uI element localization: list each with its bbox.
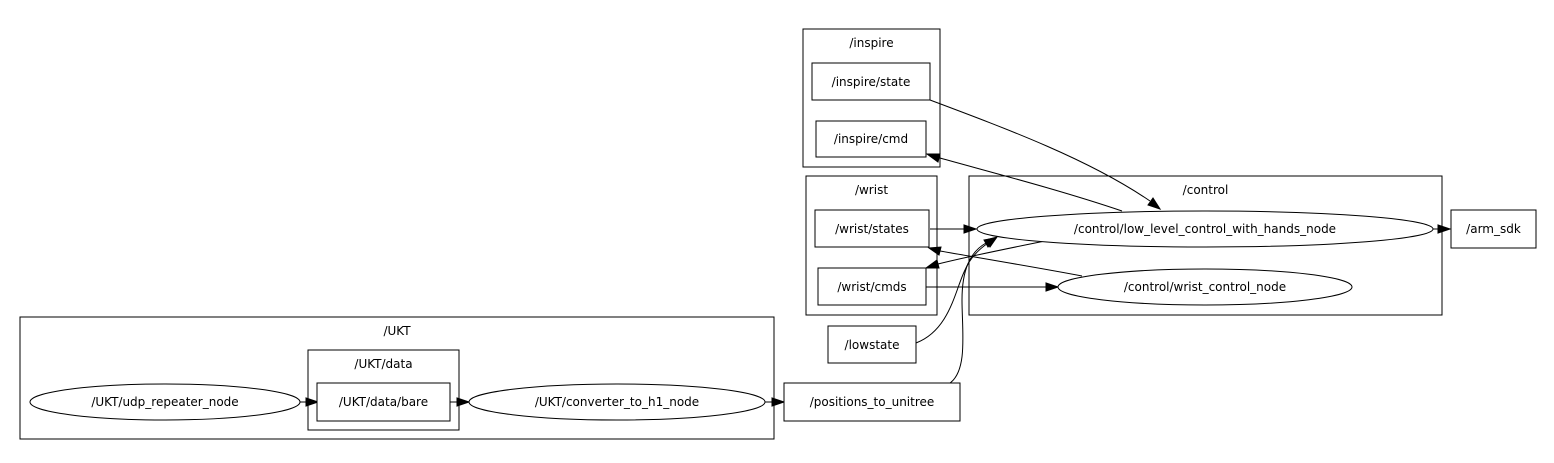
edge-positions-to-low-level: [949, 242, 987, 384]
edge-wrist-control-to-wrist-states: [939, 250, 1083, 277]
node-wrist-control[interactable]: /control/wrist_control_node: [1057, 268, 1353, 306]
topic-positions-to-unitree[interactable]: /positions_to_unitree: [783, 382, 961, 422]
topic-wrist-cmds-label: /wrist/cmds: [837, 280, 906, 294]
cluster-inspire: /inspire: [802, 28, 941, 168]
node-udp-repeater-label: /UKT/udp_repeater_node: [91, 395, 238, 409]
cluster-wrist: /wrist: [805, 175, 938, 316]
topic-wrist-states[interactable]: /wrist/states: [814, 209, 930, 248]
arrowhead: [925, 153, 941, 163]
topic-inspire-cmd-label: /inspire/cmd: [834, 132, 908, 146]
edge-lowstate-to-low-level: [915, 242, 989, 344]
arrowhead: [963, 224, 978, 234]
arrowhead: [771, 397, 786, 407]
topic-inspire-state[interactable]: /inspire/state: [811, 62, 931, 101]
topic-lowstate[interactable]: /lowstate: [827, 325, 917, 364]
arrowhead: [305, 397, 320, 407]
arrowhead: [983, 237, 998, 248]
topic-wrist-cmds[interactable]: /wrist/cmds: [817, 267, 927, 306]
arrowhead: [1045, 282, 1060, 292]
node-low-level-control-label: /control/low_level_control_with_hands_no…: [1074, 222, 1336, 236]
arrowhead: [1437, 224, 1452, 234]
topic-inspire-state-label: /inspire/state: [832, 75, 911, 89]
edge-low-level-to-inspire-cmd: [939, 157, 1123, 212]
node-converter-to-h1-label: /UKT/converter_to_h1_node: [535, 395, 699, 409]
cluster-ukt-data-label: /UKT/data: [354, 357, 412, 371]
cluster-control: /control: [968, 175, 1443, 316]
edge-low-level-to-wrist-cmds: [937, 239, 1051, 265]
topic-ukt-data-bare[interactable]: /UKT/data/bare: [316, 382, 451, 422]
arrowhead: [924, 259, 940, 269]
cluster-ukt-data: /UKT/data: [307, 349, 460, 431]
arrowhead: [1147, 197, 1162, 210]
arrowhead: [927, 246, 942, 256]
node-converter-to-h1[interactable]: /UKT/converter_to_h1_node: [468, 383, 766, 421]
topic-lowstate-label: /lowstate: [845, 338, 900, 352]
topic-inspire-cmd[interactable]: /inspire/cmd: [815, 120, 927, 158]
topic-positions-to-unitree-label: /positions_to_unitree: [810, 395, 935, 409]
cluster-control-label: /control: [1183, 183, 1229, 197]
edges: [300, 99, 1452, 407]
cluster-ukt: /UKT: [19, 316, 775, 440]
topic-arm-sdk-label: /arm_sdk: [1466, 222, 1521, 236]
node-low-level-control[interactable]: /control/low_level_control_with_hands_no…: [976, 210, 1434, 248]
topic-ukt-data-bare-label: /UKT/data/bare: [339, 395, 428, 409]
node-wrist-control-label: /control/wrist_control_node: [1124, 280, 1286, 294]
arrowhead: [456, 397, 471, 407]
cluster-ukt-label: /UKT: [383, 324, 411, 338]
node-udp-repeater[interactable]: /UKT/udp_repeater_node: [29, 383, 301, 421]
edge-inspire-state-to-low-level: [929, 99, 1151, 202]
topic-wrist-states-label: /wrist/states: [835, 222, 909, 236]
cluster-inspire-label: /inspire: [849, 36, 893, 50]
topic-arm-sdk[interactable]: /arm_sdk: [1450, 209, 1537, 249]
cluster-wrist-label: /wrist: [855, 183, 888, 197]
